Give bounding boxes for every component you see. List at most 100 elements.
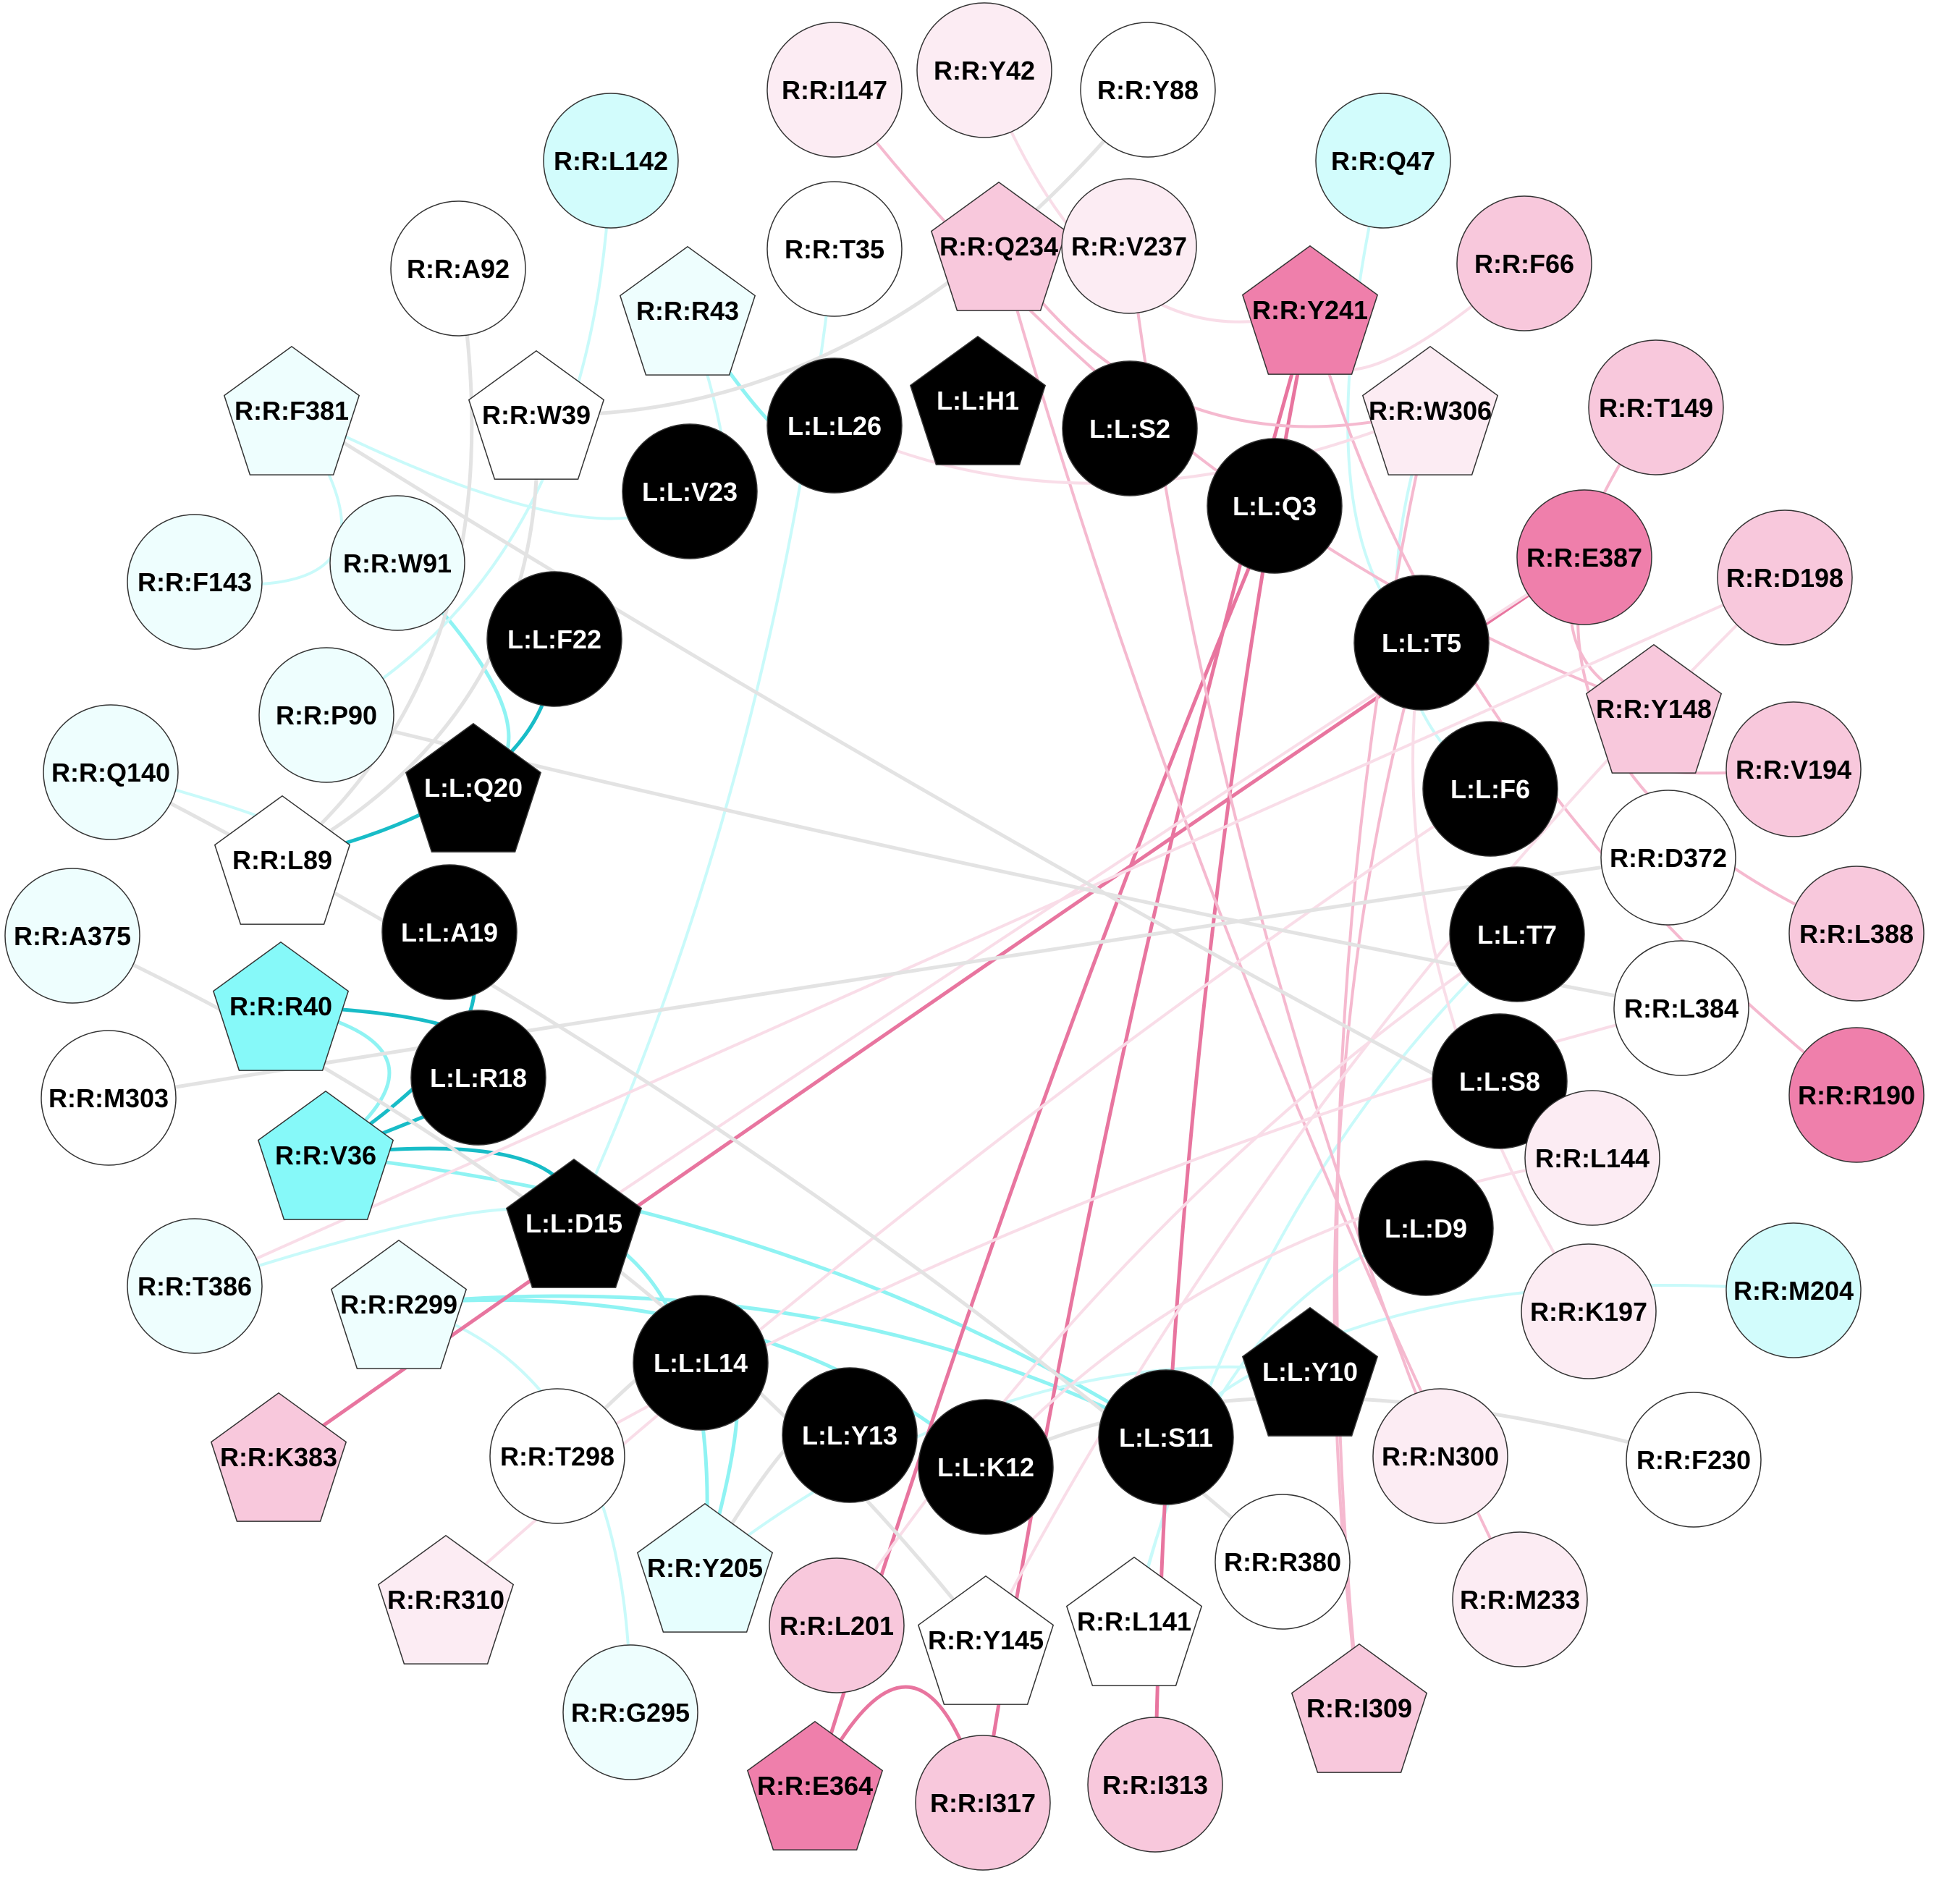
node-shape-circle: [1372, 1388, 1508, 1524]
node-r-r-t386: R:R:T386: [127, 1218, 263, 1354]
node-shape-circle: [1626, 1392, 1762, 1528]
node-label: R:R:Y88: [1097, 75, 1199, 105]
node-r-r-l141: R:R:L141: [1065, 1556, 1203, 1686]
node-l-l-d15: L:L:D15: [505, 1158, 643, 1288]
node-label: R:R:N300: [1382, 1442, 1499, 1471]
node-shape-pentagon: [636, 1502, 774, 1633]
node-r-r-t149: R:R:T149: [1588, 339, 1724, 475]
node-shape-pentagon: [223, 345, 360, 475]
node-shape-pentagon: [210, 1392, 347, 1522]
node-l-l-f6: L:L:F6: [1422, 721, 1558, 857]
node-shape-circle: [1080, 22, 1216, 158]
node-shape-pentagon: [746, 1720, 884, 1850]
node-label: R:R:M233: [1460, 1585, 1580, 1615]
node-shape-circle: [1521, 1243, 1657, 1379]
node-label: R:R:V237: [1071, 232, 1187, 261]
node-shape-pentagon: [930, 181, 1068, 311]
node-shape-circle: [562, 1644, 698, 1780]
node-shape-circle: [1358, 1160, 1494, 1296]
node-shape-circle: [1516, 489, 1652, 625]
node-r-r-y42: R:R:Y42: [916, 2, 1052, 138]
edge-r-r-y88-r-r-w39: [536, 88, 1149, 417]
node-label: L:L:F22: [507, 625, 601, 654]
node-shape-pentagon: [468, 350, 605, 480]
node-r-r-k197: R:R:K197: [1521, 1243, 1657, 1379]
node-shape-pentagon: [1291, 1643, 1428, 1773]
node-r-r-r43: R:R:R43: [619, 245, 756, 376]
node-label: R:R:R40: [229, 991, 332, 1021]
node-r-r-i309: R:R:I309: [1291, 1643, 1428, 1773]
node-label: R:R:I147: [782, 75, 887, 105]
node-shape-circle: [622, 423, 758, 559]
node-shape-circle: [1717, 509, 1853, 646]
node-r-r-r190: R:R:R190: [1788, 1027, 1925, 1163]
node-l-l-k12: L:L:K12: [918, 1399, 1054, 1535]
node-r-r-q140: R:R:Q140: [43, 704, 179, 840]
node-shape-circle: [1432, 1013, 1568, 1149]
node-shape-circle: [127, 1218, 263, 1354]
node-r-r-f381: R:R:F381: [223, 345, 360, 475]
node-label: R:R:I309: [1306, 1693, 1412, 1723]
node-label: R:R:K197: [1530, 1297, 1647, 1327]
node-r-r-y145: R:R:Y145: [917, 1575, 1055, 1705]
node-shape-circle: [1062, 360, 1198, 496]
node-label: R:R:Y205: [647, 1553, 763, 1583]
node-l-l-r18: L:L:R18: [410, 1010, 546, 1146]
node-label: L:L:S2: [1089, 414, 1170, 444]
node-label: R:R:T35: [785, 234, 884, 264]
node-shape-circle: [1452, 1531, 1588, 1667]
node-label: R:R:F143: [138, 567, 252, 597]
node-l-l-y10: L:L:Y10: [1241, 1306, 1379, 1437]
node-r-r-i317: R:R:I317: [915, 1735, 1051, 1871]
node-label: R:R:F381: [235, 396, 349, 426]
node-shape-circle: [1524, 1090, 1660, 1226]
node-l-l-h1: L:L:H1: [909, 335, 1047, 465]
node-label: L:L:D15: [525, 1209, 622, 1238]
node-label: R:R:R299: [340, 1290, 457, 1319]
node-shape-pentagon: [917, 1575, 1055, 1705]
node-shape-circle: [1207, 438, 1343, 574]
node-shape-pentagon: [1065, 1556, 1203, 1686]
node-label: L:L:T5: [1382, 628, 1461, 658]
node-shape-circle: [1315, 93, 1451, 229]
node-shape-circle: [766, 358, 903, 494]
node-label: R:R:A92: [407, 254, 510, 284]
node-shape-circle: [1456, 195, 1592, 331]
node-label: R:R:L144: [1535, 1143, 1649, 1173]
node-shape-pentagon: [619, 245, 756, 376]
node-shape-circle: [258, 647, 394, 783]
node-label: L:L:F6: [1450, 774, 1530, 804]
node-label: R:R:P90: [276, 701, 377, 730]
edge-r-r-l201-l-l-t7: [835, 933, 1518, 1627]
node-label: R:R:R310: [387, 1585, 504, 1615]
node-shape-circle: [4, 868, 140, 1004]
node-shape-circle: [410, 1010, 546, 1146]
node-r-r-y241: R:R:Y241: [1241, 245, 1379, 375]
node-shape-circle: [1098, 1369, 1234, 1505]
node-r-r-y148: R:R:Y148: [1585, 643, 1723, 774]
node-r-r-m204: R:R:M204: [1725, 1222, 1862, 1358]
node-label: R:R:D198: [1726, 563, 1843, 593]
node-r-r-e387: R:R:E387: [1516, 489, 1652, 625]
node-label: L:L:V23: [642, 477, 738, 507]
node-label: R:R:F66: [1474, 249, 1574, 279]
node-r-r-n300: R:R:N300: [1372, 1388, 1508, 1524]
node-l-l-f22: L:L:F22: [486, 571, 622, 707]
edge-r-r-i147-r-r-y148: [833, 88, 1655, 710]
node-r-r-l388: R:R:L388: [1788, 866, 1925, 1002]
node-shape-circle: [1215, 1494, 1351, 1630]
node-label: L:L:S8: [1459, 1067, 1540, 1096]
node-label: R:R:Q47: [1331, 146, 1435, 176]
node-r-r-f143: R:R:F143: [127, 514, 263, 650]
node-label: R:R:A375: [14, 921, 131, 951]
node-label: R:R:E364: [757, 1771, 873, 1801]
node-shape-circle: [782, 1367, 918, 1503]
nodes-layer: L:L:H1L:L:S2L:L:Q3L:L:T5L:L:F6L:L:T7L:L:…: [4, 2, 1925, 1871]
node-l-l-l14: L:L:L14: [633, 1295, 769, 1431]
node-label: R:R:V36: [275, 1141, 376, 1170]
node-r-r-y205: R:R:Y205: [636, 1502, 774, 1633]
node-label: R:R:I317: [930, 1788, 1036, 1818]
node-label: R:R:L384: [1624, 994, 1739, 1023]
node-r-r-l144: R:R:L144: [1524, 1090, 1660, 1226]
